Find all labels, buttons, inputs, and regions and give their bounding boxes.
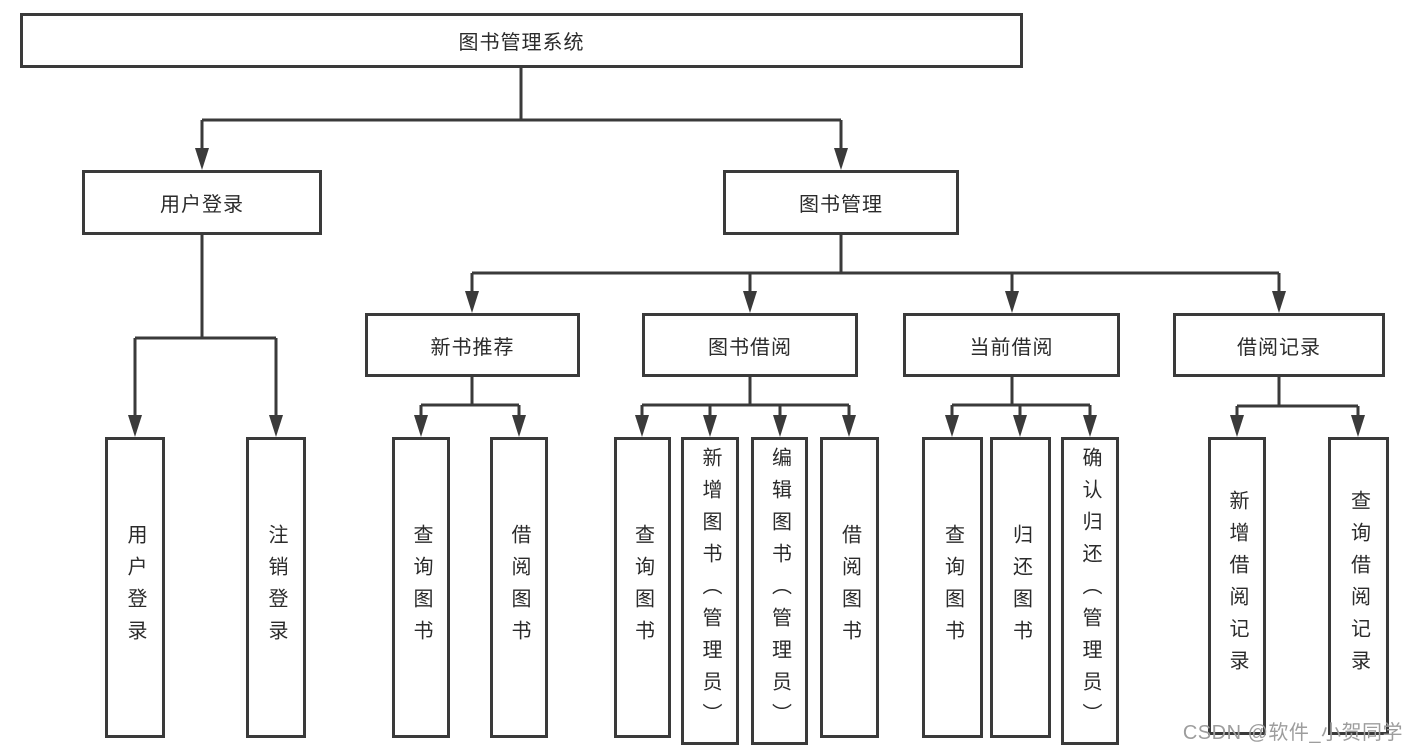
arrow-icon — [1272, 291, 1286, 313]
connector-new-book-children — [419, 377, 521, 419]
leaf-add-borrow-record: 新增借阅记录 — [1208, 437, 1266, 735]
leaf-logout: 注销登录 — [246, 437, 306, 738]
leaf-query-borrow-record: 查询借阅记录 — [1328, 437, 1389, 735]
arrow-icon — [128, 415, 142, 437]
leaf-user-login: 用户登录 — [105, 437, 165, 738]
node-borrowing-records: 借阅记录 — [1173, 313, 1385, 377]
leaf-borrow-books-newbook: 借阅图书 — [490, 437, 548, 738]
node-new-book-recommend: 新书推荐 — [365, 313, 580, 377]
arrow-icon — [703, 415, 717, 437]
connector-user-login-children — [133, 235, 278, 419]
arrow-icon — [195, 148, 209, 170]
arrow-icon — [1005, 291, 1019, 313]
arrowheads — [128, 148, 1365, 437]
arrow-icon — [1013, 415, 1027, 437]
arrow-icon — [743, 291, 757, 313]
node-user-login: 用户登录 — [82, 170, 322, 235]
leaf-confirm-return-admin: 确认归还（管理员） — [1061, 437, 1119, 745]
leaf-return-book: 归还图书 — [990, 437, 1051, 738]
csdn-watermark: CSDN @软件_小贺同学 — [1182, 722, 1403, 744]
leaf-query-books-borrowing: 查询图书 — [614, 437, 671, 738]
arrow-icon — [269, 415, 283, 437]
arrow-icon — [1083, 415, 1097, 437]
arrow-icon — [465, 291, 479, 313]
leaf-borrow-books-borrowing: 借阅图书 — [820, 437, 879, 738]
arrow-icon — [414, 415, 428, 437]
node-library-system: 图书管理系统 — [20, 13, 1023, 68]
leaf-query-books-newbook: 查询图书 — [392, 437, 450, 738]
arrow-icon — [842, 415, 856, 437]
arrow-icon — [635, 415, 649, 437]
arrow-icon — [773, 415, 787, 437]
arrow-icon — [1351, 415, 1365, 437]
leaf-query-books-current: 查询图书 — [922, 437, 983, 738]
leaf-edit-book-admin: 编辑图书（管理员） — [751, 437, 808, 745]
connector-book-borrow-children — [640, 377, 851, 419]
arrow-icon — [1230, 415, 1244, 437]
node-book-borrowing: 图书借阅 — [642, 313, 858, 377]
node-book-management: 图书管理 — [723, 170, 959, 235]
arrow-icon — [512, 415, 526, 437]
leaf-add-book-admin: 新增图书（管理员） — [681, 437, 739, 745]
arrow-icon — [834, 148, 848, 170]
node-current-borrowing: 当前借阅 — [903, 313, 1120, 377]
connector-root-to-level2 — [200, 68, 843, 152]
connector-borrow-record-children — [1235, 377, 1360, 419]
connector-current-borrow-children — [950, 377, 1092, 419]
arrow-icon — [945, 415, 959, 437]
connector-book-mgmt-children — [470, 235, 1281, 295]
